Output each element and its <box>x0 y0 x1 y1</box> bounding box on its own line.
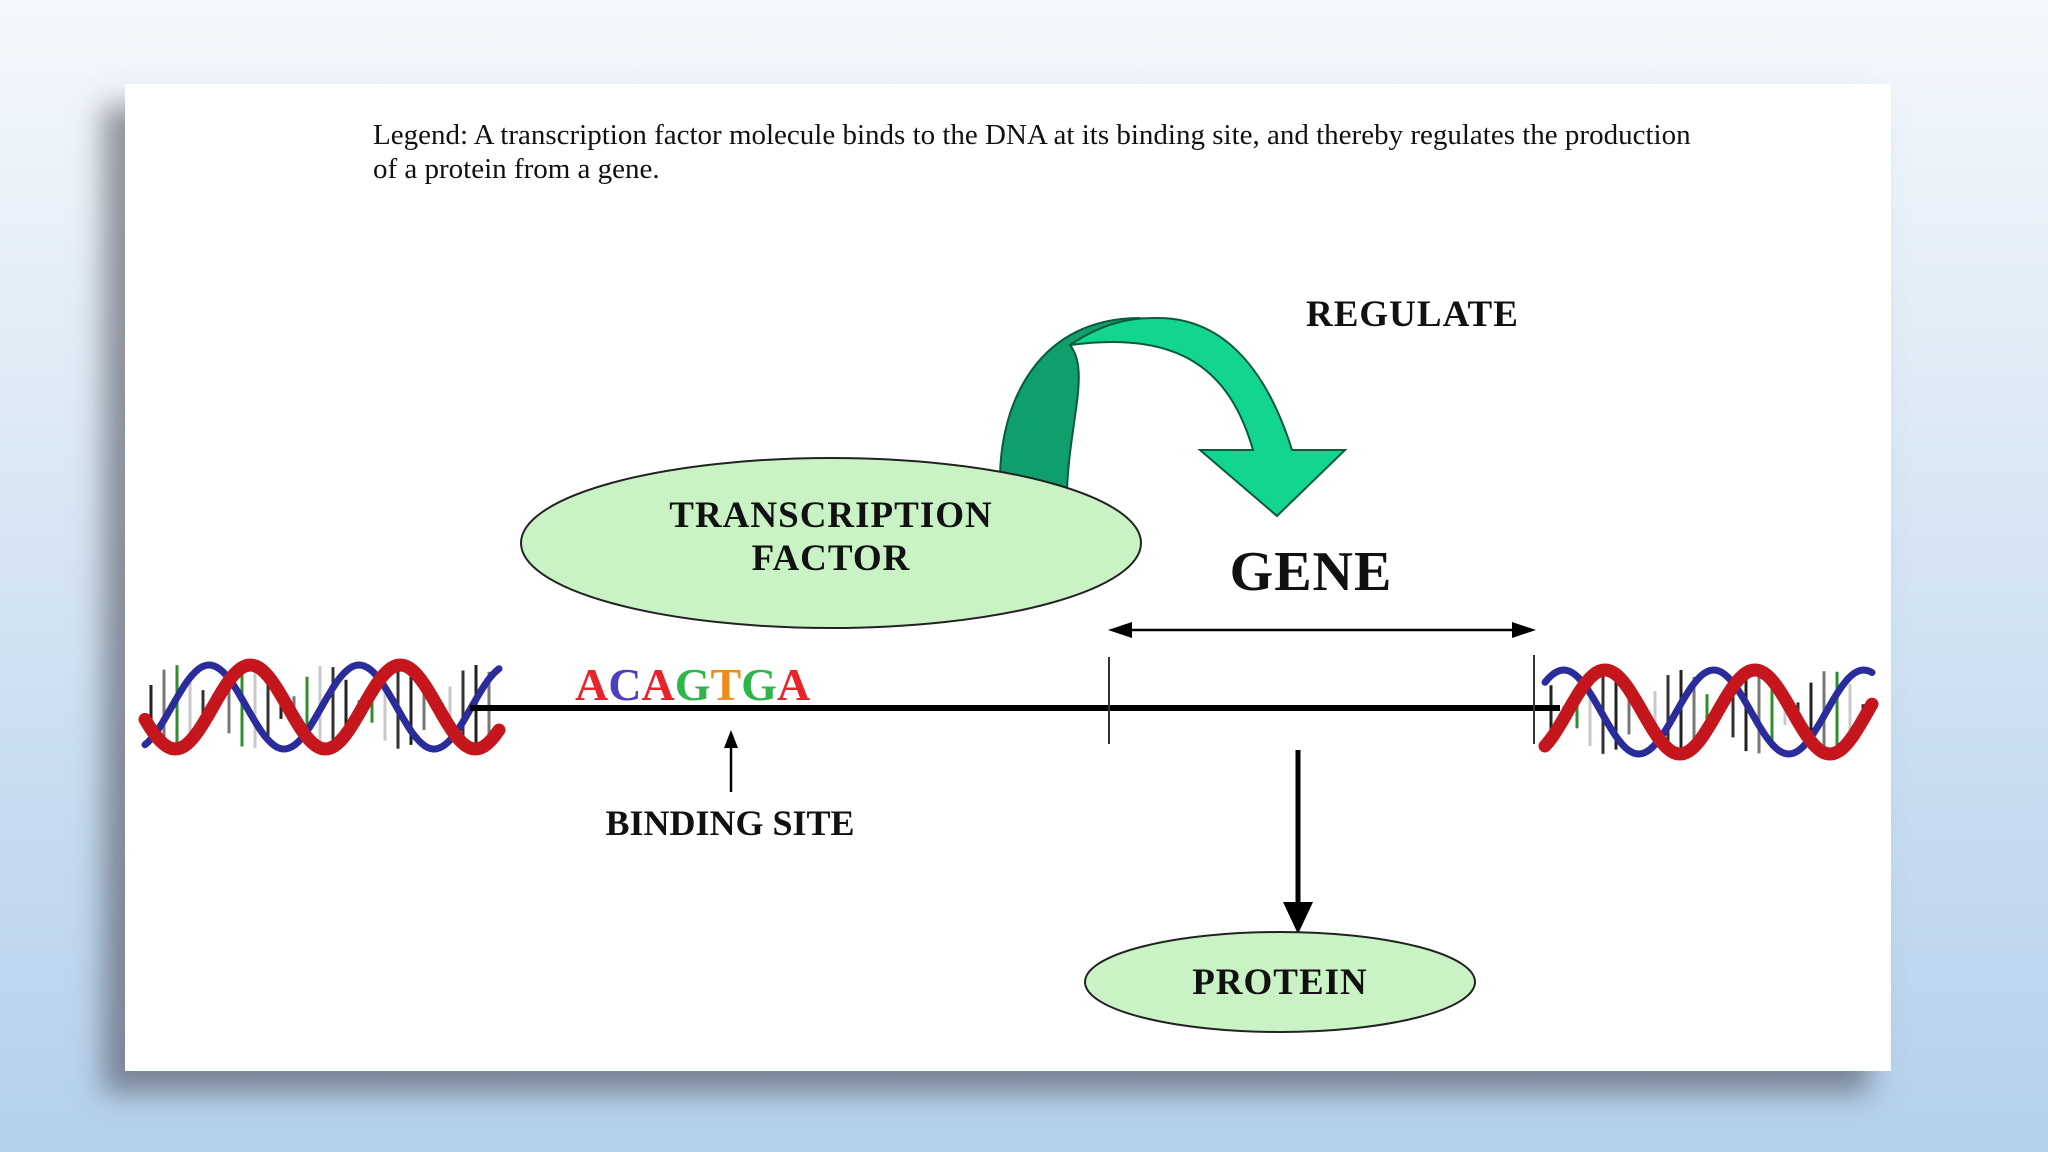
gene-label: GENE <box>1230 541 1393 603</box>
sequence-letter: T <box>710 659 741 710</box>
dna-strand-red <box>138 658 506 756</box>
gene-to-protein-arrow <box>1283 750 1313 934</box>
sequence-letter: G <box>741 659 777 710</box>
protein-ellipse <box>1084 931 1476 1033</box>
sequence-letter: A <box>575 659 608 710</box>
protein-label: PROTEIN <box>1192 962 1368 1003</box>
dna-strand-red <box>1538 663 1879 761</box>
binding-site-arrow <box>724 730 738 792</box>
binding-site-sequence: ACAGTGA <box>575 659 810 710</box>
regulate-label: REGULATE <box>1306 294 1519 335</box>
legend-text: Legend: A transcription factor molecule … <box>373 119 1691 185</box>
dna-strand-blue <box>141 661 503 753</box>
transcription-factor-label-line2: FACTOR <box>752 538 911 579</box>
sequence-letter: A <box>641 659 674 710</box>
transcription-factor-label-line1: TRANSCRIPTION <box>669 495 992 536</box>
dna-strand-blue <box>1541 666 1876 758</box>
binding-site-label: BINDING SITE <box>605 803 854 843</box>
dna-helix-right <box>1538 663 1879 761</box>
sequence-letter: A <box>777 659 810 710</box>
sequence-letter: C <box>608 659 641 710</box>
gene-extent-arrow <box>1108 622 1536 638</box>
transcription-factor-ellipse <box>520 457 1142 629</box>
dna-helix-left <box>138 658 506 756</box>
regulate-arrow <box>998 316 1348 518</box>
sequence-letter: G <box>675 659 711 710</box>
